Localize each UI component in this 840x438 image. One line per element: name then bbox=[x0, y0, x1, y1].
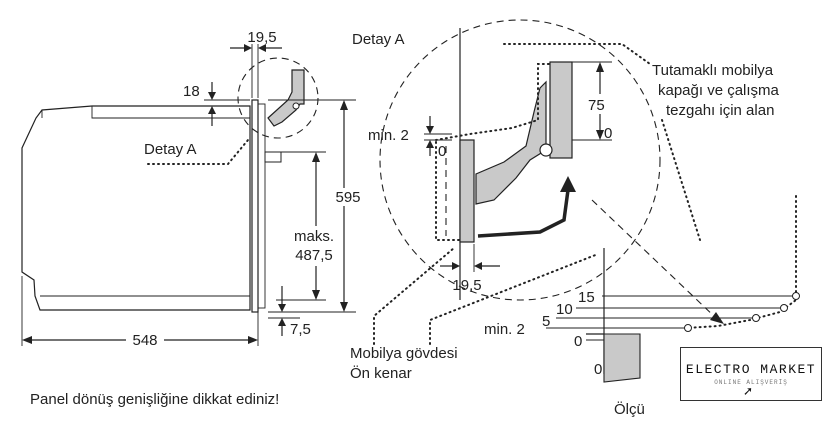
brand-name: ELECTRO MARKET bbox=[685, 362, 817, 377]
dim-487-arrow-bottom bbox=[312, 290, 320, 300]
dim-595-arrow-bottom bbox=[340, 302, 348, 312]
gauge-caption: Ölçü bbox=[614, 400, 645, 418]
brand-watermark: ELECTRO MARKET ONLINE ALIŞVERİŞ ➚ bbox=[680, 347, 822, 401]
gauge-scale-10: 10 bbox=[556, 301, 573, 318]
gauge-scale-5: 5 bbox=[542, 313, 550, 330]
dim-595-label: 595 bbox=[335, 189, 360, 206]
min-2-arrow-top bbox=[426, 126, 434, 134]
detail-a-hinge-small bbox=[267, 69, 305, 127]
dim-19-5-top-arrow-right bbox=[258, 44, 266, 52]
dim-75-label: 75 bbox=[588, 97, 605, 114]
dim-75-arrow-top bbox=[596, 62, 604, 72]
hinge-pivot-small bbox=[292, 102, 300, 110]
oven-top-inner bbox=[91, 106, 250, 119]
gauge-point-10 bbox=[780, 304, 788, 312]
detail-a-view: Detay A 75 0 min. 2 0 bbox=[352, 19, 661, 301]
dim-548-arrow-left bbox=[22, 336, 32, 344]
dim-7-5-arrow-top bbox=[278, 304, 286, 312]
hinge-pivot bbox=[539, 143, 553, 157]
dim-19-5-top-arrow-left bbox=[244, 44, 252, 52]
dim-487-arrow-top bbox=[312, 152, 320, 162]
dim-19-5-bot-label: 19,5 bbox=[452, 277, 481, 294]
dim-75-arrow-bottom bbox=[596, 130, 604, 140]
dim-19-5-bot-arrow-left bbox=[452, 262, 460, 270]
clearance-outline-top bbox=[435, 63, 551, 141]
handle-area-leader-bottom bbox=[661, 119, 701, 241]
gauge-block bbox=[603, 333, 641, 383]
cursor-icon: ➚ bbox=[743, 384, 754, 398]
gauge-view: 15 10 5 min. 2 0 0 Ölçü bbox=[484, 195, 800, 418]
dim-7-5-arrow-bottom bbox=[278, 318, 286, 326]
gauge-point-min2 bbox=[684, 324, 692, 332]
projection-arrow-line bbox=[591, 199, 717, 319]
door-panel-detail bbox=[459, 139, 475, 243]
annotations: Tutamaklı mobilya kapağı ve çalışma tezg… bbox=[30, 43, 780, 408]
dim-595-mask bbox=[332, 188, 360, 206]
clearance-outline-left bbox=[435, 141, 461, 241]
furniture-leader-2 bbox=[429, 253, 599, 345]
furniture-leader-1 bbox=[373, 247, 455, 345]
dim-19-5-top-label: 19,5 bbox=[247, 29, 276, 46]
dim-0-right-label: 0 bbox=[604, 125, 612, 142]
gauge-min-2-label: min. 2 bbox=[484, 321, 525, 338]
furniture-text-line1: Mobilya gövdesi bbox=[350, 345, 458, 362]
dim-548-arrow-right bbox=[248, 336, 258, 344]
dim-487-label-value: 487,5 bbox=[295, 247, 333, 264]
door-motion-arrowhead bbox=[560, 176, 576, 192]
dim-487-mask bbox=[288, 226, 342, 266]
dim-7-5-label: 7,5 bbox=[290, 321, 311, 338]
brand-tagline: ONLINE ALIŞVERİŞ bbox=[714, 379, 788, 386]
dim-548-label: 548 bbox=[132, 332, 157, 349]
detail-a-callout-label: Detay A bbox=[144, 141, 197, 158]
panel-note: Panel dönüş genişliğine dikkat ediniz! bbox=[30, 391, 279, 408]
dim-75-mask bbox=[584, 94, 612, 114]
furniture-door bbox=[549, 61, 573, 159]
hinge-arm bbox=[475, 80, 547, 205]
gauge-point-5 bbox=[752, 314, 760, 322]
dim-18-arrow-top bbox=[208, 92, 216, 100]
gauge-point-15 bbox=[792, 292, 800, 300]
furniture-text-line2: Ön kenar bbox=[350, 364, 412, 382]
oven-side-view: 548 595 maks. 487,5 18 19,5 bbox=[21, 29, 361, 350]
dim-19-5-bot-arrow-right bbox=[474, 262, 482, 270]
detail-a-title: Detay A bbox=[352, 31, 405, 48]
dim-595-arrow-top bbox=[340, 100, 348, 110]
detail-a-marker-circle bbox=[237, 57, 319, 139]
door-motion-path bbox=[477, 189, 570, 238]
handle-area-text-line3: tezgahı için alan bbox=[666, 102, 774, 119]
oven-handle bbox=[264, 151, 282, 163]
gauge-zero-label: 0 bbox=[594, 361, 602, 378]
oven-body-outline bbox=[21, 105, 251, 311]
min-2-detail-label: min. 2 bbox=[368, 127, 409, 144]
dim-18-label: 18 bbox=[183, 83, 200, 100]
gauge-scale-15: 15 bbox=[578, 289, 595, 306]
handle-area-leader-top bbox=[503, 43, 651, 65]
gauge-scale-0: 0 bbox=[574, 333, 582, 350]
dim-18-arrow-bottom bbox=[208, 106, 216, 114]
handle-area-text-line1: Tutamaklı mobilya bbox=[652, 62, 774, 79]
dim-0-left-label: 0 bbox=[438, 143, 446, 160]
dim-548-mask bbox=[126, 330, 164, 350]
oven-door-frame bbox=[257, 103, 266, 309]
detail-a-enlarged-circle bbox=[379, 19, 661, 301]
handle-area-text-line2: kapağı ve çalışma bbox=[658, 82, 780, 99]
dim-487-label-maks: maks. bbox=[294, 228, 334, 245]
min-2-arrow-bottom bbox=[426, 140, 434, 148]
detail-a-callout-leader bbox=[147, 139, 249, 165]
gauge-dotted-curve bbox=[685, 195, 797, 329]
